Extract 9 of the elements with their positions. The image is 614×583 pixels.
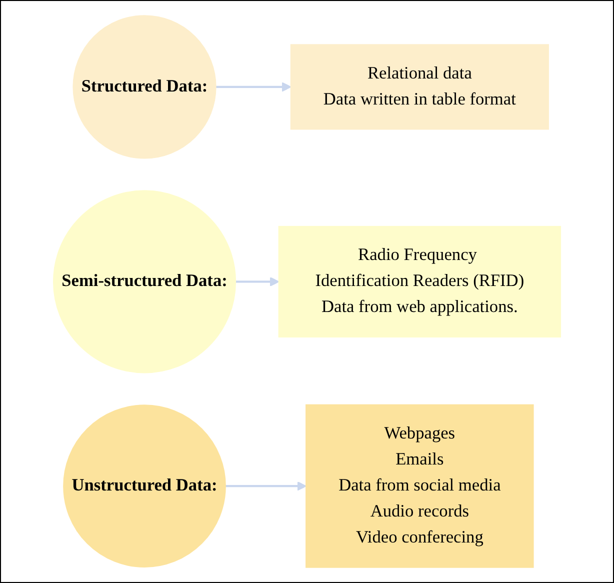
node-circle: Structured Data: bbox=[72, 15, 216, 159]
arrow bbox=[225, 481, 306, 491]
node-circle: Unstructured Data: bbox=[63, 404, 226, 568]
node-box: Radio Frequency Identification Readers (RFID) Data from web applications. bbox=[278, 226, 562, 338]
node-box: Webpages Emails Data from social media Audio records Video conferecing bbox=[306, 404, 534, 568]
node-circle: Semi-structured Data: bbox=[52, 190, 236, 374]
node-box: Relational data Data written in table format bbox=[290, 44, 549, 130]
arrow bbox=[236, 276, 280, 286]
arrow bbox=[216, 82, 292, 92]
